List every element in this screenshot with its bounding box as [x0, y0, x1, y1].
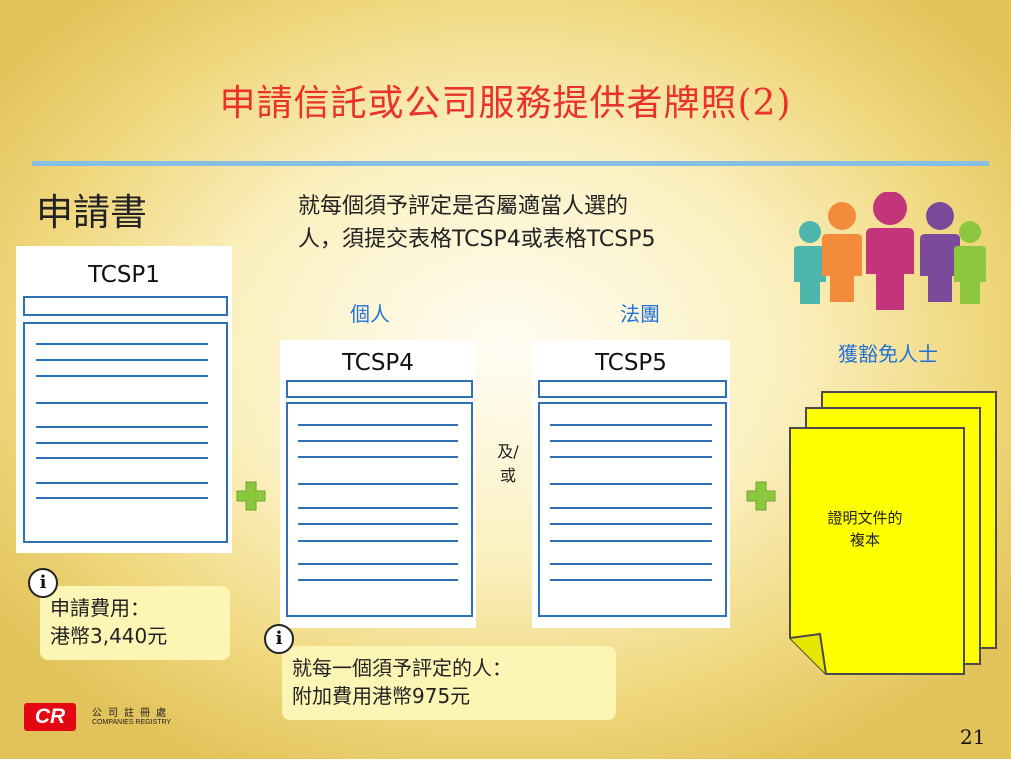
form-line	[550, 523, 712, 525]
form-line	[298, 523, 458, 525]
per-person-fee-amount: 附加費用港幣975元	[292, 684, 471, 708]
form-header-bar	[23, 296, 228, 316]
form-header-bar	[538, 380, 727, 398]
form-line	[550, 440, 712, 442]
people-group-icon	[794, 192, 986, 310]
form-line	[36, 426, 208, 428]
per-person-fee-label: 就每一個須予評定的人：	[292, 656, 512, 680]
document-caption-line-2: 複本	[849, 531, 880, 549]
instruction-text: 就每個須予評定是否屬適當人選的 人，須提交表格TCSP4或表格TCSP5	[298, 190, 738, 256]
category-individual: 個人	[350, 302, 390, 326]
category-corporation: 法團	[620, 302, 660, 326]
form-line	[298, 563, 458, 565]
exempt-persons-label: 獲豁免人士	[838, 342, 938, 366]
form-card-tcsp4: TCSP4	[280, 340, 476, 628]
form-card-tcsp1: TCSP1	[16, 246, 232, 553]
form-line	[36, 497, 208, 499]
form-line	[550, 507, 712, 509]
application-fee-label: 申請費用：	[50, 596, 150, 620]
document-caption: 證明文件的 複本	[806, 507, 924, 551]
instruction-line-1: 就每個須予評定是否屬適當人選的	[298, 194, 629, 219]
form-line	[298, 483, 458, 485]
form-line	[298, 540, 458, 542]
form-line	[36, 343, 208, 345]
and-or-line-2: 或	[499, 466, 516, 485]
plus-icon	[236, 481, 266, 511]
per-person-fee-box: 就每一個須予評定的人： 附加費用港幣975元	[282, 646, 616, 720]
application-fee-box: 申請費用： 港幣3,440元	[40, 586, 230, 660]
document-stack-icon	[789, 391, 997, 675]
info-icon: i	[28, 568, 58, 598]
companies-registry-logo: CR	[24, 703, 76, 731]
form-line	[550, 563, 712, 565]
logo-english-text: COMPANIES REGISTRY	[92, 719, 172, 726]
and-or-text: 及/ 或	[494, 440, 522, 488]
application-fee-amount: 港幣3,440元	[50, 624, 168, 648]
form-line	[298, 456, 458, 458]
document-caption-line-1: 證明文件的	[827, 509, 903, 527]
form-line	[550, 540, 712, 542]
section-heading: 申請書	[36, 191, 147, 234]
form-body	[538, 402, 727, 617]
form-line	[36, 402, 208, 404]
form-body	[286, 402, 473, 617]
plus-icon	[746, 481, 776, 511]
form-line	[298, 440, 458, 442]
info-icon: i	[264, 624, 294, 654]
form-label-tcsp1: TCSP1	[88, 262, 160, 288]
logo-chinese-text: 公司註冊處	[92, 708, 172, 719]
form-card-tcsp5: TCSP5	[532, 340, 730, 628]
page-number: 21	[960, 725, 986, 749]
form-line	[550, 579, 712, 581]
form-line	[298, 507, 458, 509]
form-line	[298, 424, 458, 426]
form-line	[550, 483, 712, 485]
form-label-tcsp4: TCSP4	[342, 350, 414, 376]
slide-title: 申請信託或公司服務提供者牌照(2)	[219, 83, 792, 124]
form-body	[23, 322, 228, 543]
title-divider	[32, 161, 989, 166]
form-line	[298, 579, 458, 581]
form-line	[36, 375, 208, 377]
form-header-bar	[286, 380, 473, 398]
form-line	[550, 424, 712, 426]
and-or-line-1: 及/	[497, 442, 519, 461]
form-line	[36, 457, 208, 459]
instruction-line-2: 人，須提交表格TCSP4或表格TCSP5	[298, 227, 656, 252]
form-line	[550, 456, 712, 458]
form-label-tcsp5: TCSP5	[595, 350, 667, 376]
form-line	[36, 442, 208, 444]
form-line	[36, 482, 208, 484]
form-line	[36, 359, 208, 361]
